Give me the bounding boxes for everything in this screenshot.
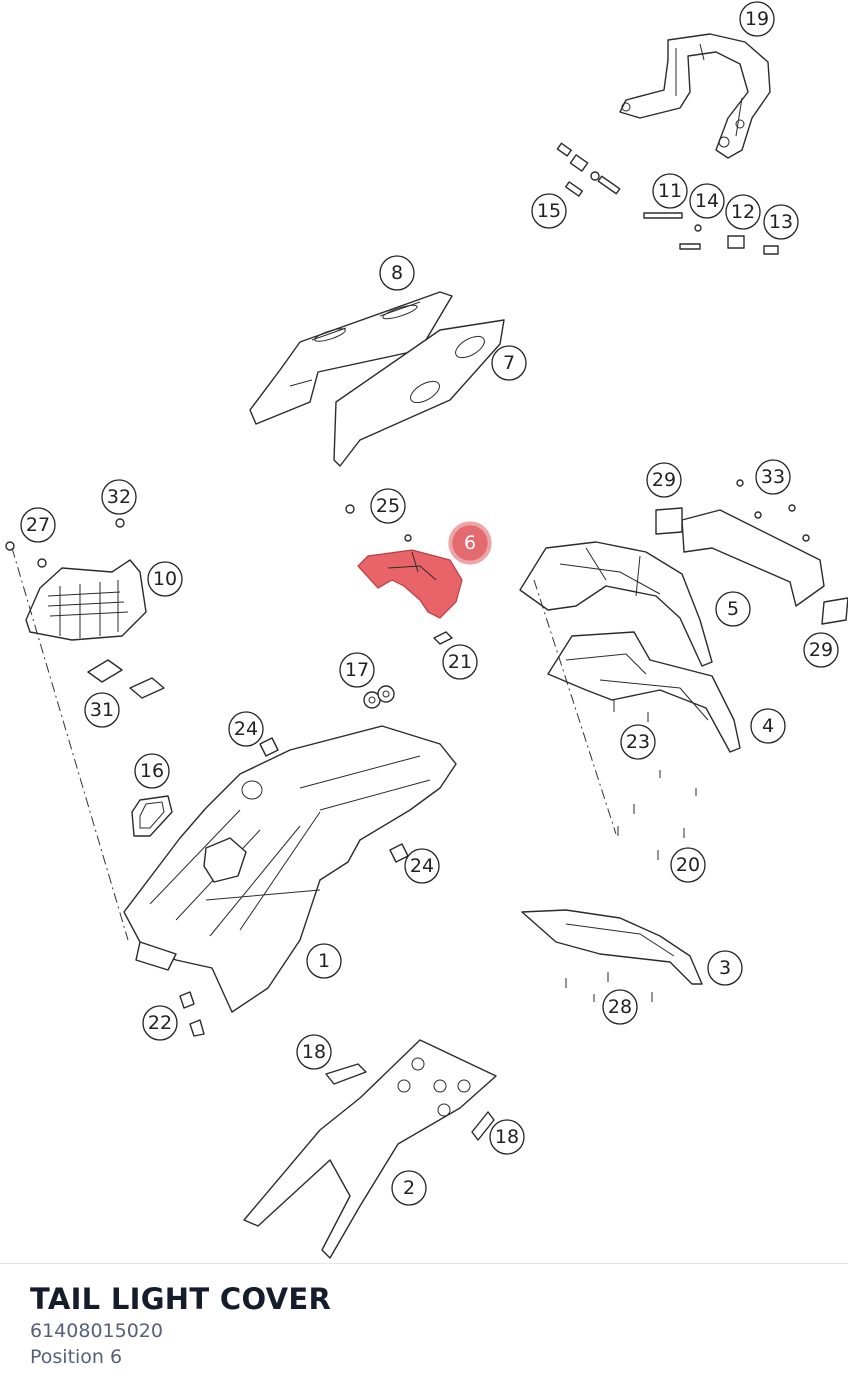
part-tail-light-cover[interactable]: [357, 549, 463, 619]
svg-text:11: 11: [658, 180, 682, 202]
svg-text:31: 31: [90, 699, 114, 721]
part-license-bracket[interactable]: [547, 631, 741, 753]
svg-text:24: 24: [410, 855, 434, 877]
svg-text:14: 14: [695, 190, 719, 212]
svg-text:32: 32: [107, 486, 131, 508]
svg-text:15: 15: [537, 200, 561, 222]
part-grab-handle[interactable]: [619, 33, 771, 159]
part-tray[interactable]: [25, 559, 147, 641]
svg-text:22: 22: [148, 1012, 172, 1034]
callout-14: 14: [689, 183, 725, 219]
svg-text:4: 4: [762, 715, 774, 737]
svg-text:21: 21: [448, 651, 472, 673]
callout-4: 4: [750, 708, 786, 744]
callout-17: 17: [339, 652, 375, 688]
callout-24b: 24: [404, 848, 440, 884]
svg-text:27: 27: [26, 514, 50, 536]
part-side-cover-right[interactable]: [333, 319, 505, 467]
part-rear-fender-piece[interactable]: [521, 909, 703, 985]
part-clips[interactable]: [179, 991, 205, 1037]
svg-text:17: 17: [345, 659, 369, 681]
part-side-cover-left[interactable]: [249, 291, 453, 425]
callout-28: 28: [602, 989, 638, 1025]
part-pads[interactable]: [87, 659, 165, 699]
callout-23: 23: [620, 724, 656, 760]
callout-6-selected: 6: [448, 521, 492, 565]
part-info-panel: TAIL LIGHT COVER 61408015020 Position 6: [0, 1263, 848, 1391]
svg-text:18: 18: [495, 1126, 519, 1148]
svg-text:12: 12: [731, 201, 755, 223]
part-screws[interactable]: [5, 479, 810, 1002]
callout-5: 5: [715, 591, 751, 627]
callout-19: 19: [739, 1, 775, 37]
callouts[interactable]: 19 11 14 12 13 15 8 7 29 33 32 27 25 6 1…: [20, 1, 839, 1206]
callout-3: 3: [707, 950, 743, 986]
callout-32: 32: [101, 479, 137, 515]
callout-20: 20: [670, 847, 706, 883]
svg-text:23: 23: [626, 731, 650, 753]
part-rear-subframe-cover[interactable]: [123, 725, 457, 1013]
part-position: Position 6: [30, 1346, 123, 1368]
callout-31: 31: [84, 692, 120, 728]
part-small-pads[interactable]: [259, 631, 453, 863]
callout-11: 11: [652, 173, 688, 209]
svg-text:5: 5: [727, 598, 739, 620]
part-number: 61408015020: [30, 1320, 163, 1342]
part-grommet-frame[interactable]: [131, 795, 173, 837]
svg-text:29: 29: [652, 469, 676, 491]
callout-15: 15: [531, 193, 567, 229]
part-plate-holder[interactable]: [655, 507, 848, 625]
callout-29b: 29: [803, 632, 839, 668]
svg-text:3: 3: [719, 957, 731, 979]
callout-10: 10: [147, 561, 183, 597]
svg-text:6: 6: [464, 532, 476, 554]
svg-text:2: 2: [403, 1177, 415, 1199]
part-mudguard[interactable]: [243, 1039, 497, 1259]
exploded-parts-diagram: 19 11 14 12 13 15 8 7 29 33 32 27 25 6 1…: [5, 1, 848, 1259]
svg-text:8: 8: [391, 262, 403, 284]
callout-24a: 24: [228, 711, 264, 747]
svg-text:28: 28: [608, 996, 632, 1018]
callout-18a: 18: [296, 1034, 332, 1070]
callout-7: 7: [491, 345, 527, 381]
svg-text:29: 29: [809, 639, 833, 661]
part-hardware-set[interactable]: [556, 142, 779, 255]
part-reflectors[interactable]: [325, 1063, 495, 1141]
svg-text:20: 20: [676, 854, 700, 876]
svg-text:25: 25: [376, 495, 400, 517]
callout-27: 27: [20, 507, 56, 543]
svg-text:16: 16: [140, 760, 164, 782]
callout-1: 1: [306, 943, 342, 979]
svg-text:19: 19: [745, 8, 769, 30]
svg-text:10: 10: [153, 568, 177, 590]
svg-text:13: 13: [769, 211, 793, 233]
callout-12: 12: [725, 194, 761, 230]
callout-21: 21: [442, 644, 478, 680]
svg-text:1: 1: [318, 950, 330, 972]
svg-text:18: 18: [302, 1041, 326, 1063]
callout-2: 2: [391, 1170, 427, 1206]
svg-text:7: 7: [503, 352, 515, 374]
part-rear-bracket[interactable]: [519, 541, 713, 667]
callout-29a: 29: [646, 462, 682, 498]
svg-text:24: 24: [234, 718, 258, 740]
part-rubber-washers[interactable]: [363, 685, 395, 709]
svg-text:33: 33: [761, 466, 785, 488]
callout-18b: 18: [489, 1119, 525, 1155]
callout-16: 16: [134, 753, 170, 789]
callout-8: 8: [379, 255, 415, 291]
callout-13: 13: [763, 204, 799, 240]
callout-22: 22: [142, 1005, 178, 1041]
callout-25: 25: [370, 488, 406, 524]
assembly-lines: [11, 547, 617, 941]
callout-33: 33: [755, 459, 791, 495]
part-title: TAIL LIGHT COVER: [30, 1282, 332, 1316]
